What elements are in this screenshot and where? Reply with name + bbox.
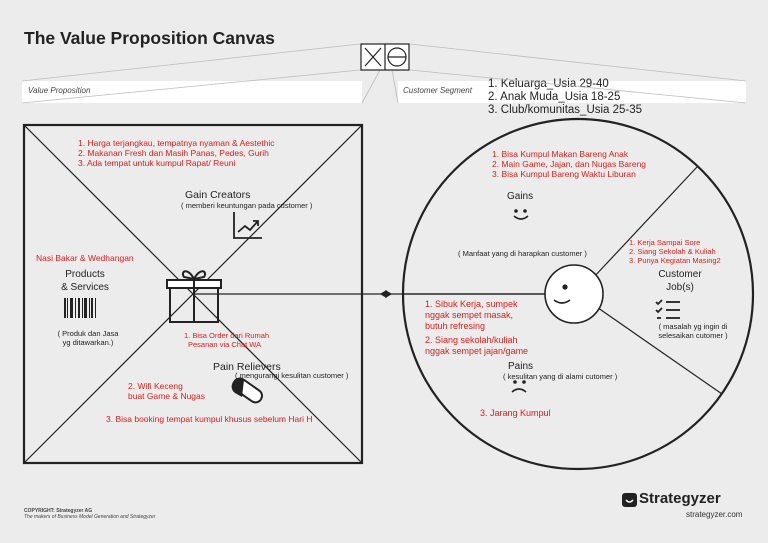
pains-desc: ( kesulitan yang di alami cutomer )	[503, 372, 618, 381]
gains-list: 1. Bisa Kumpul Makan Bareng Anak 2. Main…	[492, 149, 646, 179]
products-desc: ( Produk dan Jasa yg ditawarkan.)	[48, 329, 128, 347]
mid-value-line: 1. Bisa Order dari Rumah	[184, 331, 270, 340]
pain-item: butuh refresing	[425, 321, 486, 331]
job-item: 2. Siang Sekolah & Kuliah	[629, 247, 716, 256]
gain-creator-item: 2. Makanan Fresh dan Masih Panas, Pedes,…	[78, 148, 269, 158]
pain-reliever-item: buat Game & Nugas	[128, 391, 206, 401]
pain-item: nggak sempet masak,	[425, 310, 514, 320]
gains-desc: ( Manfaat yang di harapkan customer )	[458, 249, 587, 258]
products-title: Products & Services	[55, 268, 115, 294]
mid-value-item: 1. Bisa Order dari Rumah Pesanan via Cha…	[184, 331, 269, 349]
pain-relievers-title: Pain Relievers	[213, 361, 281, 373]
pains-title: Pains	[508, 361, 534, 372]
pain-item: 1. Sibuk Kerja, sumpek	[425, 299, 518, 309]
customer-face-icon	[544, 264, 604, 324]
gain-creators-list: 1. Harga terjangkau, tempatnya nyaman & …	[78, 138, 275, 168]
strategyzer-logo: Strategyzer	[639, 490, 721, 507]
jobs-desc-line: ( masalah yg ingin di	[658, 322, 728, 331]
gain-item: 3. Bisa Kumpul Bareng Waktu Liburan	[492, 169, 636, 179]
gains-title: Gains	[507, 191, 534, 202]
products-desc-line: yg ditawarkan.)	[62, 338, 114, 347]
product-item: Nasi Bakar & Wedhangan	[36, 253, 134, 263]
mini-canvas-icon	[360, 43, 410, 71]
pain-item-3: 3. Jarang Kumpul	[480, 408, 551, 418]
pain-item: 2. Siang sekolah/kuliah	[425, 335, 518, 345]
value-proposition-label: Value Proposition	[28, 86, 91, 95]
jobs-title-line: Customer	[658, 269, 702, 280]
jobs-title: Customer Job(s)	[645, 268, 715, 294]
value-proposition-header-bar	[22, 81, 362, 103]
guide-lines	[21, 43, 747, 104]
products-desc-line: ( Produk dan Jasa	[57, 329, 119, 338]
strategyzer-logo-icon	[622, 493, 637, 507]
pain-item: nggak sempet jajan/game	[425, 346, 529, 356]
job-item: 3. Punya Kegiatan Masing2	[629, 256, 721, 265]
products-title-line: & Services	[61, 282, 109, 293]
gift-icon	[166, 270, 222, 323]
jobs-list: 1. Kerja Sampai Sore 2. Siang Sekolah & …	[629, 238, 721, 265]
pill-icon	[231, 377, 263, 404]
smile-icon	[513, 209, 529, 220]
customer-segment-label: Customer Segment	[403, 86, 472, 95]
copyright: COPYRIGHT: Strategyzer AG The makers of …	[24, 508, 155, 520]
job-item: 1. Kerja Sampai Sore	[629, 238, 701, 247]
strategyzer-url[interactable]: strategyzer.com	[686, 510, 743, 519]
customer-segment-header-bar	[398, 81, 746, 103]
pain-relievers-desc: ( mengurangi kesulitan customer )	[235, 371, 349, 380]
mid-value-line: Pesanan via Chat WA	[188, 340, 262, 349]
pain-reliever-item-3: 3. Bisa booking tempat kumpul khusus seb…	[106, 414, 313, 424]
jobs-desc-line: selesaikan cutomer )	[658, 331, 728, 340]
jobs-title-line: Job(s)	[666, 282, 694, 293]
gain-item: 2. Main Game, Jajan, dan Nugas Bareng	[492, 159, 647, 169]
gain-creators-desc: ( memberi keuntungan pada customer )	[181, 201, 313, 210]
page-title: The Value Proposition Canvas	[24, 28, 275, 48]
segment-item: 3. Club/komunitas_Usia 25-35	[488, 104, 643, 116]
frown-icon	[511, 380, 527, 393]
checklist-icon	[655, 299, 680, 319]
copyright-line: COPYRIGHT: Strategyzer AG	[24, 508, 93, 514]
pain-reliever-item: 2. Wifi Keceng	[128, 381, 183, 391]
trend-up-icon	[233, 212, 262, 239]
gain-creators-title: Gain Creators	[185, 189, 251, 201]
copyright-line: The makers of Business Model Generation …	[24, 514, 156, 520]
jobs-desc: ( masalah yg ingin di selesaikan cutomer…	[645, 322, 741, 340]
gain-item: 1. Bisa Kumpul Makan Bareng Anak	[492, 149, 629, 159]
gain-creator-item: 3. Ada tempat untuk kumpul Rapat/ Reuni	[78, 158, 236, 168]
gain-creator-item: 1. Harga terjangkau, tempatnya nyaman & …	[78, 138, 275, 148]
pain-relievers-list: 2. Wifi Keceng buat Game & Nugas	[128, 381, 205, 401]
barcode-icon	[64, 298, 96, 318]
segment-item: 2. Anak Muda_Usia 18-25	[488, 91, 621, 103]
products-title-line: Products	[65, 269, 105, 280]
pains-list: 1. Sibuk Kerja, sumpek nggak sempet masa…	[425, 299, 528, 357]
